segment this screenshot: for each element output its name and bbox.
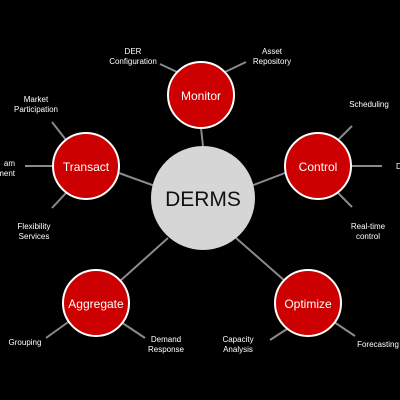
node-monitor-circle bbox=[167, 61, 235, 129]
connector-monitor-to-der-config bbox=[159, 63, 178, 73]
node-optimize: Optimize bbox=[274, 269, 342, 337]
connector-transact-to-market bbox=[51, 121, 67, 141]
connector-hub-to-aggregate bbox=[119, 237, 169, 282]
node-control-circle bbox=[284, 132, 352, 200]
label-grouping: Grouping bbox=[9, 338, 42, 347]
connector-transact-to-flexibility bbox=[51, 192, 67, 209]
node-optimize-circle bbox=[274, 269, 342, 337]
hub-circle bbox=[151, 146, 255, 250]
connector-aggregate-to-grouping bbox=[45, 319, 72, 339]
node-transact-circle bbox=[52, 132, 120, 200]
connector-hub-to-monitor bbox=[200, 127, 204, 147]
node-aggregate: Aggregate bbox=[62, 269, 130, 337]
label-control-truncated: D bbox=[396, 162, 400, 171]
connector-hub-to-optimize bbox=[235, 237, 286, 282]
node-transact: Transact bbox=[52, 132, 120, 200]
node-monitor-label: Monitor bbox=[181, 89, 221, 103]
node-control-label: Control bbox=[299, 160, 338, 174]
node-transact-label: Transact bbox=[63, 160, 110, 174]
hub-label: DERMS bbox=[165, 188, 241, 211]
connector-control-to-realtime bbox=[337, 192, 353, 208]
connector-hub-to-control bbox=[250, 172, 286, 187]
label-forecasting: Forecasting bbox=[357, 340, 399, 349]
label-scheduling: Scheduling bbox=[349, 100, 389, 109]
connector-control-to-scheduling bbox=[337, 125, 353, 141]
connector-optimize-to-capacity bbox=[269, 328, 288, 341]
node-aggregate-circle bbox=[62, 269, 130, 337]
hub-node: DERMS bbox=[151, 146, 255, 250]
node-control: Control bbox=[284, 132, 352, 200]
connector-hub-to-transact bbox=[118, 172, 156, 187]
node-aggregate-label: Aggregate bbox=[68, 297, 124, 311]
node-optimize-label: Optimize bbox=[284, 297, 332, 311]
connector-optimize-to-forecasting bbox=[333, 321, 356, 337]
connector-monitor-to-asset-repo bbox=[224, 61, 247, 73]
node-monitor: Monitor bbox=[167, 61, 235, 129]
connector-aggregate-to-demand bbox=[120, 321, 146, 339]
connector-layer bbox=[25, 61, 382, 341]
